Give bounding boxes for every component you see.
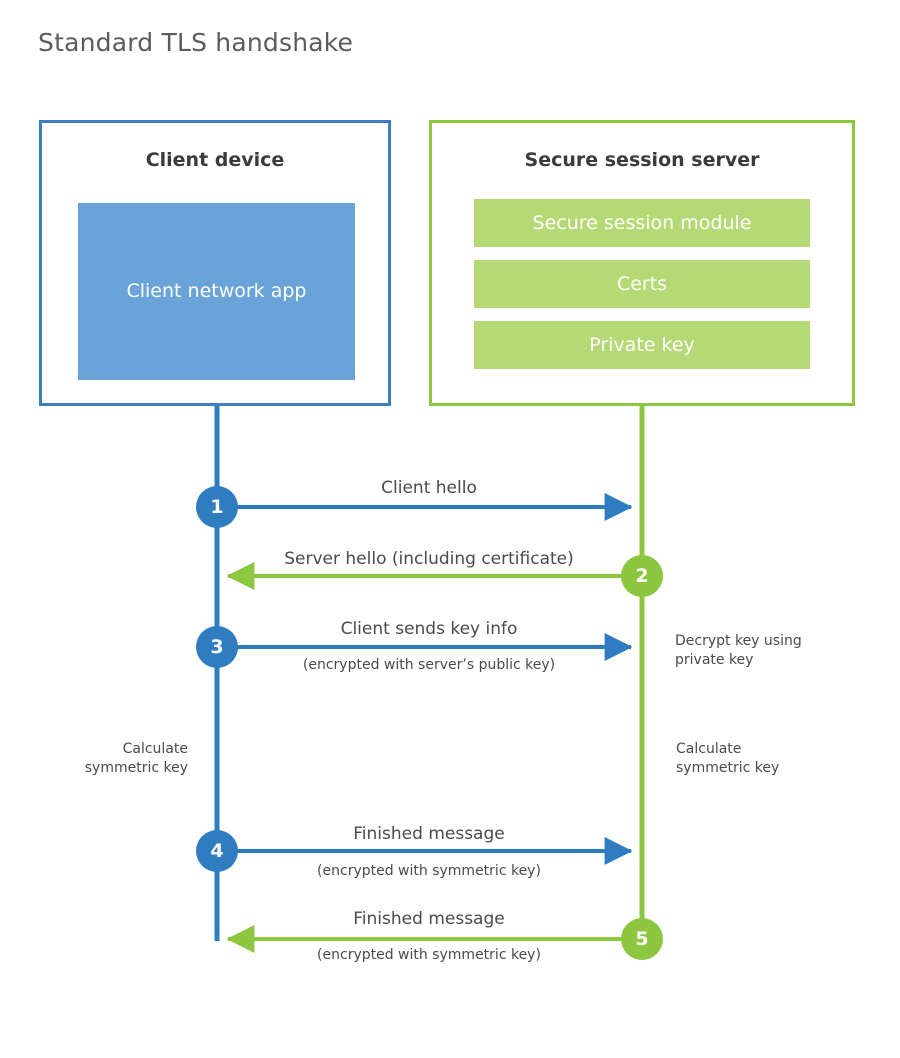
message-label-step-2: Server hello (including certificate)	[284, 549, 574, 569]
note-calculate-symmetric-key-server: Calculate symmetric key	[676, 741, 780, 776]
step-badge-5: 5	[621, 918, 663, 960]
step-badge-3: 3	[196, 626, 238, 668]
secure-session-server-title: Secure session server	[524, 149, 760, 171]
server-component-list: Secure session module Certs Private key	[474, 199, 810, 369]
message-sublabel-step-4: (encrypted with symmetric key)	[317, 863, 541, 879]
client-device-box: Client device Client network app	[39, 120, 391, 406]
server-item-private-key: Private key	[474, 321, 810, 369]
step-badge-2: 2	[621, 555, 663, 597]
step-badge-4: 4	[196, 830, 238, 872]
note-decrypt-key: Decrypt key using private key	[675, 633, 802, 668]
message-label-step-4: Finished message	[353, 824, 505, 844]
step-badge-1: 1	[196, 486, 238, 528]
client-network-app-block: Client network app	[78, 203, 355, 380]
message-sublabel-step-3: (encrypted with server’s public key)	[302, 657, 556, 673]
server-item-secure-session-module: Secure session module	[474, 199, 810, 247]
message-label-step-1: Client hello	[381, 478, 477, 498]
page-title: Standard TLS handshake	[38, 28, 354, 57]
server-item-certs: Certs	[474, 260, 810, 308]
secure-session-server-box: Secure session server Secure session mod…	[429, 120, 855, 406]
client-device-title: Client device	[145, 149, 285, 171]
message-label-step-3: Client sends key info	[340, 619, 518, 639]
note-calculate-symmetric-key-client: Calculate symmetric key	[84, 741, 188, 776]
message-sublabel-step-5: (encrypted with symmetric key)	[317, 947, 541, 963]
message-label-step-5: Finished message	[353, 909, 505, 929]
